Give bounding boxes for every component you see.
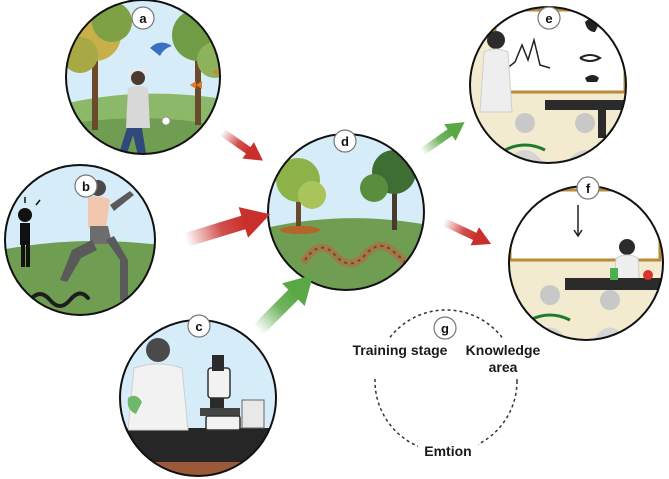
badge-e: e: [537, 6, 561, 30]
arrow-a-to-d: [219, 128, 263, 161]
arrow-c-to-d: [253, 274, 314, 335]
panel-d: [267, 133, 425, 291]
panel-label-d: d: [341, 134, 349, 149]
cycle-label-emotion: Emtion: [424, 443, 472, 459]
badge-b: b: [74, 174, 98, 198]
badge-c: c: [187, 314, 211, 338]
panel-c: [119, 319, 277, 477]
badge-f: f: [576, 176, 600, 200]
arrow-d-to-f: [442, 218, 492, 246]
panel-label-c: c: [195, 319, 202, 334]
badge-g: g: [433, 316, 457, 340]
panel-label-e: e: [545, 11, 552, 26]
badge-d: d: [333, 129, 357, 153]
panel-label-a: a: [139, 11, 147, 26]
panel-label-f: f: [586, 181, 591, 196]
panel-label-b: b: [82, 179, 90, 194]
arrow-b-to-d: [183, 207, 271, 247]
panel-f: [508, 185, 664, 341]
cycle-g-ring: [374, 309, 518, 453]
cycle-label-training: Training stage: [352, 342, 448, 358]
badge-a: a: [131, 6, 155, 30]
arrow-d-to-e: [419, 122, 465, 156]
cycle-label-knowledge: Knowledge area: [465, 342, 541, 375]
panel-label-g: g: [441, 321, 449, 336]
